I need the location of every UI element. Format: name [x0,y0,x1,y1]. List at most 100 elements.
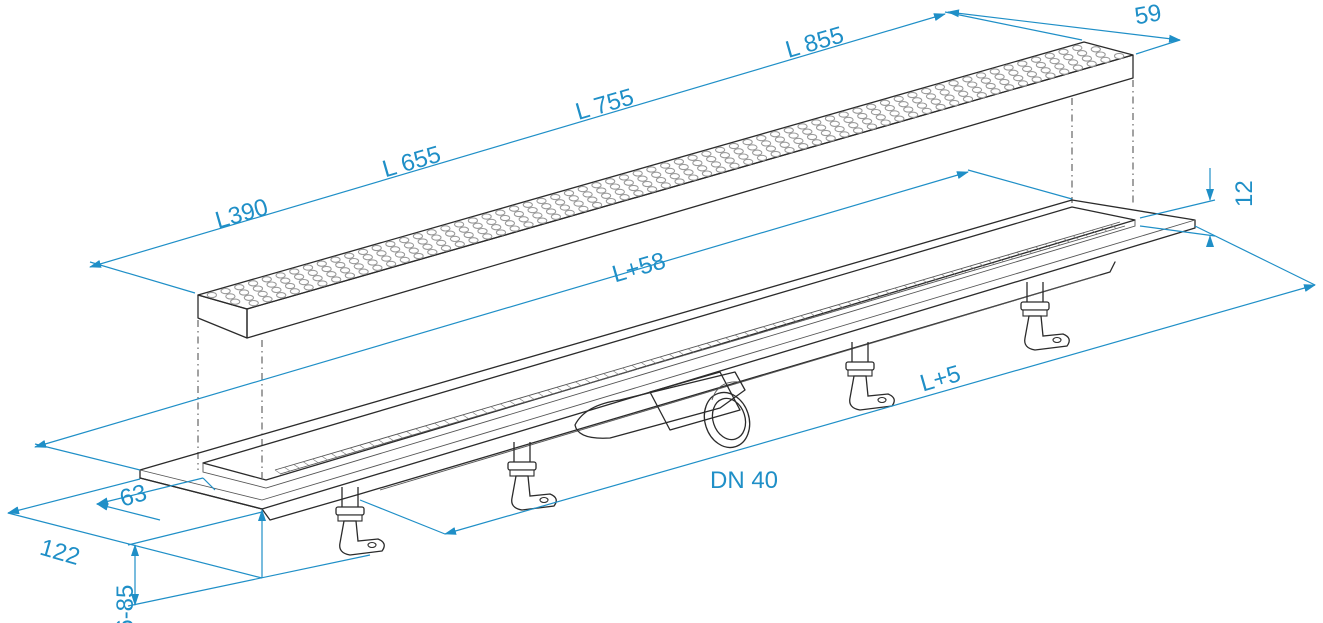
grate-hole [238,289,250,296]
grate-hole [646,166,657,173]
strainer-line [594,376,601,381]
grate-hole [449,235,461,243]
grate-hole [344,252,355,259]
strainer-line [1054,241,1061,246]
grate-hole [550,213,562,220]
grate-hole [545,208,557,215]
strainer-line [556,387,563,392]
grate-hole [743,158,754,166]
grate-hole [1059,68,1070,75]
grate-hole [619,194,630,201]
adjustable-feet [335,282,1070,556]
strainer-line [969,265,976,271]
grate-hole [225,293,236,300]
grate-hole [660,182,671,189]
grate-hole [1054,63,1065,70]
grate-hole [839,131,850,138]
grate-hole [893,95,904,103]
grate-hole [468,237,479,244]
grate-hole [1072,64,1084,71]
strainer-line [997,257,1005,263]
grate-hole [486,218,497,226]
grate-hole [371,244,382,252]
grate-hole [321,265,332,273]
drain-channel [139,199,1196,521]
grate-hole [944,94,955,101]
grate-hole [646,186,658,193]
grate-hole [577,185,588,193]
grate-hole [271,286,282,294]
grate-hole [578,205,589,213]
grate-hole [289,288,301,295]
grate-hole [454,241,465,248]
grate-hole [962,95,974,103]
grate-hole [316,260,327,267]
grate-hole [1026,71,1038,78]
grate-hole [825,135,836,142]
strainer-line [406,431,413,436]
strainer-line [1091,230,1098,235]
grate-hole [1031,76,1042,83]
grate-hole [710,161,722,168]
grate-hole [230,298,241,305]
grate-hole [390,246,401,253]
grate-hole [596,187,607,194]
strainer-line [481,409,488,414]
grate-hole [467,217,479,224]
dim-height-range: 66-85 [112,585,139,623]
strainer-line [321,455,329,461]
grate-hole [417,238,428,245]
grate-hole [1004,84,1015,91]
grate-hole [1076,50,1088,57]
grate-hole [989,68,1000,75]
strainer-line [1035,246,1042,252]
grate-hole [1030,56,1042,63]
grate-hole [252,285,264,292]
strainer-line [565,384,573,389]
grate-hole [806,133,818,141]
strainer-line [1063,238,1070,243]
grate-hole [824,115,836,122]
grate-hole [436,239,447,247]
grate-hole [427,248,438,256]
grate-hole [875,114,886,121]
dim-grate-length-855: L 855 [783,21,847,63]
grate-hole [330,256,341,263]
grate-hole [793,137,804,145]
grate-hole [1017,60,1028,67]
grate-hole [403,242,415,249]
grate-hole [358,268,369,275]
strainer-line [490,406,498,411]
grate-hole [605,197,617,205]
grate-hole [633,190,644,197]
grate-hole [769,131,781,138]
grate-hole [482,233,493,240]
grate-hole [697,165,708,172]
grate-hole [949,99,960,107]
grate-hole [1021,65,1033,73]
grate-hole [747,144,758,151]
grate-hole [912,97,923,104]
strainer-line [979,263,986,268]
grate-hole [655,176,667,184]
grate-hole [394,251,406,258]
grate-hole [939,89,950,96]
grate-hole [861,118,873,125]
adjustable-foot [845,342,895,411]
grate-hole [1017,80,1029,87]
grate-hole [605,178,616,185]
grate-hole [980,77,992,84]
grate-hole [536,197,547,205]
strainer-line [641,362,648,367]
grate-hole [1086,60,1097,67]
strainer-line [331,453,338,458]
grate-hole [921,107,932,115]
dim-grate-length-655: L 655 [380,141,444,183]
grate-hole [564,209,575,217]
grate-hole [673,158,685,165]
grate-hole [770,150,781,158]
adjustable-foot [335,487,385,556]
strainer-line [284,466,291,472]
strainer-line [425,425,432,431]
